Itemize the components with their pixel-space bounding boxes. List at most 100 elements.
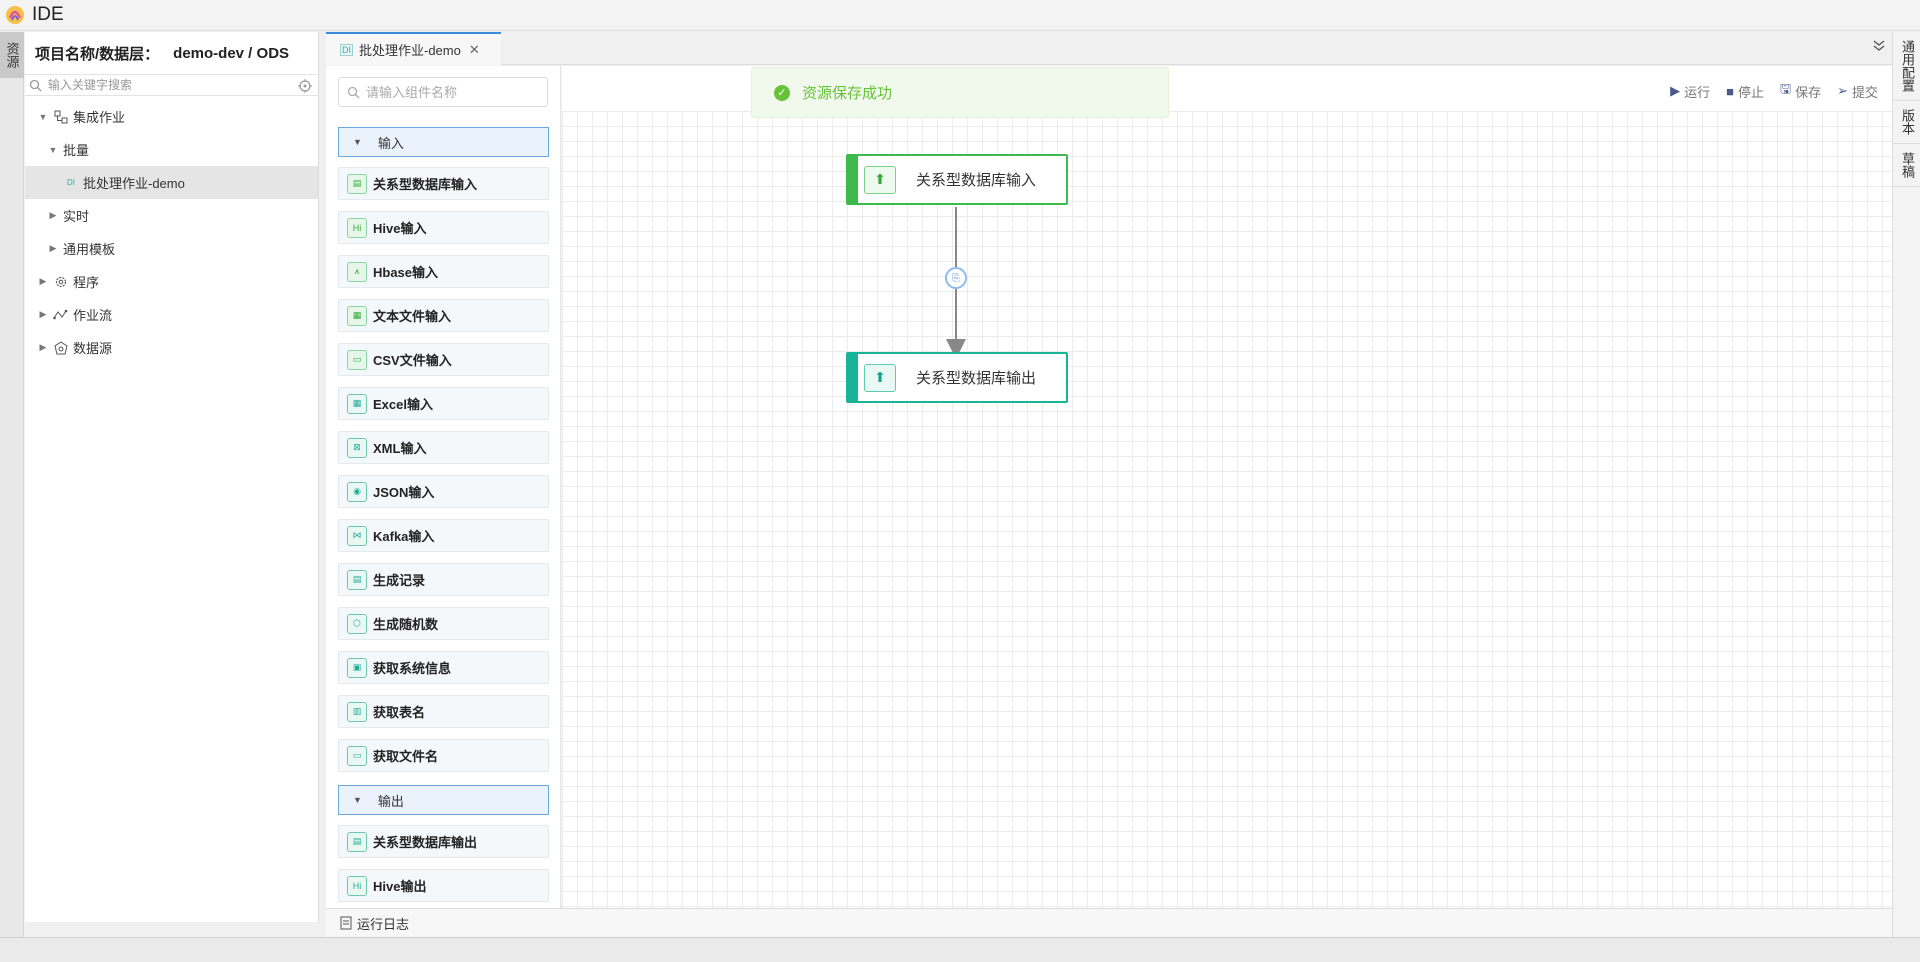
caret-right-icon[interactable]: ▶ [39,276,47,286]
tab-batch-job[interactable]: DI 批处理作业-demo ✕ [326,32,501,65]
record-icon: ▤ [347,569,367,590]
palette-item-hive-input[interactable]: Hi Hive输入 [338,211,549,244]
close-icon[interactable]: ✕ [468,41,480,57]
palette-item-rdb-output[interactable]: ▤关系型数据库输出 [338,825,549,858]
random-icon: ⬡ [347,613,367,634]
run-log-bar[interactable]: 运行日志 [326,908,1892,937]
palette-item-hbase-input[interactable]: ⩚Hbase输入 [338,255,549,288]
xml-icon: ⊠ [347,437,367,458]
palette-item-rdb-input[interactable]: ▤关系型数据库输入 [338,167,549,200]
stop-icon: ■ [1726,83,1734,99]
tree-item-workflow[interactable]: ▶ 作业流 [25,298,318,331]
design-canvas[interactable]: ⬆ 关系型数据库输入 ⎘ ⬆ 关系型数据库输出 [562,111,1892,908]
palette-item-file-names[interactable]: ▭获取文件名 [338,739,549,772]
caret-right-icon[interactable]: ▶ [49,210,57,220]
palette-item-system-info[interactable]: ▣获取系统信息 [338,651,549,684]
hive-icon: Hi [347,875,367,896]
tree-item-realtime[interactable]: ▶ 实时 [25,199,318,232]
check-circle-icon: ✓ [774,84,790,101]
tree-item-label: 实时 [63,209,90,224]
system-info-icon: ▣ [347,657,367,678]
node-rdb-output[interactable]: ⬆ 关系型数据库输出 [846,352,1068,403]
resource-side-tab-label: 资源 [4,42,20,68]
tree-item-integration[interactable]: ▼ 集成作业 [25,100,318,133]
tree-item-batch-job[interactable]: DI 批处理作业-demo [25,166,318,199]
edge-midpoint-icon[interactable]: ⎘ [945,267,967,289]
resource-side-tab[interactable]: 资源 [0,32,24,78]
palette-item-text-file-input[interactable]: ▦ 文本文件输入 [338,299,549,332]
resource-tree: ▼ 集成作业 ▼ 批量 DI 批处理作业-demo ▶ 实时 ▶ 通用模板 ▶ [25,100,318,364]
submit-button[interactable]: ➢提交 [1837,80,1878,102]
right-tab-draft[interactable]: 草稿 [1893,144,1920,187]
stop-button[interactable]: ■停止 [1726,80,1764,102]
tree-item-label: 批量 [63,143,90,158]
hive-icon: Hi [347,217,367,238]
caret-down-icon: ▼ [353,795,362,805]
save-icon: 🖫 [1779,81,1792,96]
palette-item-csv-input[interactable]: ▭ CSV文件输入 [338,343,549,376]
tree-item-batch[interactable]: ▼ 批量 [25,133,318,166]
resource-search [25,74,318,96]
project-label: 项目名称/数据层： [35,45,160,63]
right-tab-label: 版本 [1900,109,1915,135]
chevron-double-down-icon[interactable] [1872,38,1886,55]
file-name-icon: ▭ [347,745,367,766]
palette-item-label: XML输入 [373,441,427,456]
palette-item-label: 文本文件输入 [373,309,452,324]
caret-right-icon[interactable]: ▶ [39,342,47,352]
locate-icon[interactable] [298,79,312,93]
tree-item-template[interactable]: ▶ 通用模板 [25,232,318,265]
palette-item-excel-input[interactable]: ▦Excel输入 [338,387,549,420]
palette-item-generate-random[interactable]: ⬡生成随机数 [338,607,549,640]
gear-icon [53,274,69,290]
right-tab-version[interactable]: 版本 [1893,101,1920,144]
palette-item-json-input[interactable]: ◉JSON输入 [338,475,549,508]
tab-label: 批处理作业-demo [359,43,461,58]
component-search [338,77,548,107]
log-icon [340,916,352,930]
text-file-icon: ▦ [347,305,367,326]
database-icon: ⬆ [864,165,896,194]
search-icon [347,86,360,98]
run-button[interactable]: ▶运行 [1670,80,1710,102]
canvas-toolbar: ▶运行 ■停止 🖫保存 ➢提交 [1670,80,1878,102]
caret-down-icon[interactable]: ▼ [48,144,58,155]
palette-group-label: 输入 [377,135,404,151]
palette-item-label: Excel输入 [373,397,433,412]
resource-search-input[interactable] [48,78,288,92]
palette-item-label: Hive输入 [373,221,427,236]
project-value: demo-dev / ODS [173,44,290,62]
palette-item-label: 获取表名 [373,705,426,720]
send-icon: ➢ [1837,83,1848,98]
title-bar: IDE [0,0,1920,31]
csv-icon: ▭ [347,349,367,370]
node-rdb-input[interactable]: ⬆ 关系型数据库输入 [846,154,1068,205]
palette-item-label: CSV文件输入 [373,353,452,368]
palette-group-output[interactable]: ▼ 输出 [338,785,549,815]
right-tab-general-config[interactable]: 通用配置 [1893,32,1920,101]
kafka-icon: ⋈ [347,525,367,546]
save-button[interactable]: 🖫保存 [1780,80,1821,102]
tree-item-program[interactable]: ▶ 程序 [25,265,318,298]
palette-item-label: Kafka输入 [373,529,435,544]
palette-item-xml-input[interactable]: ⊠ XML输入 [338,431,549,464]
di-job-icon: DI [67,178,75,187]
tree-item-label: 批处理作业-demo [83,176,185,191]
tree-item-label: 通用模板 [63,242,116,257]
caret-right-icon[interactable]: ▶ [39,309,47,319]
caret-down-icon[interactable]: ▼ [38,111,48,122]
tree-item-datasource[interactable]: ▶ 数据源 [25,331,318,364]
palette-item-kafka-input[interactable]: ⋈ Kafka输入 [338,519,549,552]
right-side-strip: 通用配置 版本 草稿 [1892,32,1920,937]
datasource-icon [53,340,69,356]
component-search-input[interactable] [366,84,536,100]
caret-right-icon[interactable]: ▶ [49,243,57,253]
palette-item-table-names[interactable]: ▥获取表名 [338,695,549,728]
submit-label: 提交 [1851,84,1878,100]
run-label: 运行 [1684,84,1711,100]
palette-group-input[interactable]: ▼ 输入 [338,127,549,157]
palette-item-generate-records[interactable]: ▤生成记录 [338,563,549,596]
palette-item-label: 关系型数据库输入 [373,177,478,192]
